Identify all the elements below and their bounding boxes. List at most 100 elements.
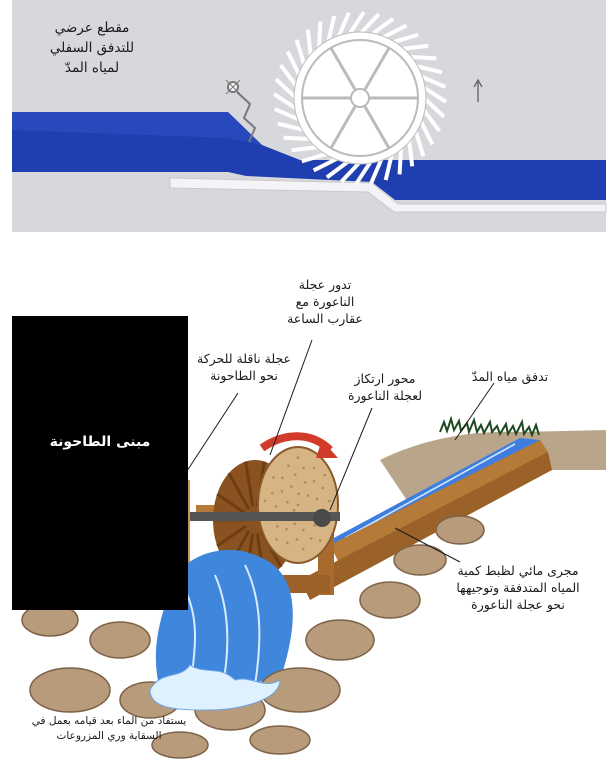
label-rotation: تدور عجلة الناعورة مع عقارب الساعة — [270, 276, 380, 327]
wheel-face-texture — [292, 509, 296, 512]
wheel-face-texture — [271, 491, 274, 495]
wheel-face-texture — [303, 481, 307, 484]
label-transmission-wheel: عجلة ناقلة للحركة نحو الطاحونة — [194, 350, 294, 384]
leader-lines — [167, 339, 495, 563]
wheel-face-texture — [302, 466, 305, 470]
cross-section-title: مقطع عرضي للتدفق السفلي لمياه المدّ — [32, 18, 152, 78]
wheel-face-texture — [302, 528, 305, 532]
label-rotation-line-2: الناعورة مع — [295, 294, 355, 309]
label-channel-line-3: نحو عجلة الناعورة — [471, 597, 565, 612]
label-axle-line-1: محور ارتكاز — [354, 371, 416, 386]
label-outflow-line-1: يستفاد من الماء بعد قيامه بعمل في — [31, 715, 187, 727]
label-transmission-line-2: نحو الطاحونة — [210, 368, 278, 383]
wheel-paddle — [421, 107, 441, 133]
wheel-paddle — [326, 15, 337, 44]
wheel-paddle — [274, 77, 298, 100]
mill-building-label: مبنى الطاحونة — [49, 434, 151, 450]
leader-rotation — [269, 339, 313, 456]
splash — [149, 664, 281, 711]
rocks — [21, 515, 485, 759]
wheel-face-texture — [286, 500, 289, 504]
wheel-face-texture — [285, 527, 288, 531]
wheel-paddle — [279, 63, 299, 89]
grass — [439, 415, 540, 438]
wheel-paddle — [397, 146, 404, 175]
label-axle-line-2: لعجلة الناعورة — [347, 388, 423, 403]
wheel-face-texture — [293, 473, 297, 476]
wheel-face-texture — [297, 492, 300, 496]
wheel-paddle — [369, 157, 384, 185]
wheel-paddle — [407, 138, 415, 167]
wheel-face-texture — [281, 476, 284, 480]
wheel-paddle — [291, 145, 320, 153]
wheel-paddle — [418, 118, 435, 146]
cross-section-water-highlight — [12, 112, 262, 145]
wheel-slat — [216, 524, 247, 548]
wheel-face-texture — [272, 476, 275, 479]
wheel-paddle — [312, 156, 340, 173]
wheel-face-texture — [275, 538, 278, 541]
wheel-paddle — [369, 17, 395, 37]
wheel-face-texture — [318, 539, 322, 542]
label-channel: مجرى مائي لظبط كمية المياه المتدفقة وتوج… — [448, 562, 588, 613]
axle-hub — [313, 509, 331, 527]
label-transmission-line-1: عجلة ناقلة للحركة — [197, 351, 291, 366]
wheel-face-texture — [313, 524, 316, 527]
wheel-paddle — [273, 107, 301, 122]
label-channel-line-1: مجرى مائي لظبط كمية — [457, 563, 579, 578]
wheel-slat — [244, 461, 255, 507]
cross-section-drawing — [12, 10, 607, 213]
wheel-paddle — [316, 21, 323, 50]
wheel-paddle — [347, 10, 366, 37]
wheel-paddle — [422, 96, 446, 119]
wheel-face-texture — [323, 473, 326, 477]
wheel-face-texture — [274, 505, 278, 508]
wheel-face-texture — [309, 537, 313, 540]
wheel-paddle — [294, 39, 307, 67]
wheel-paddle — [408, 54, 437, 61]
wheel-face-texture — [315, 497, 319, 501]
label-rotation-line-3: عقارب الساعة — [287, 311, 363, 326]
wheel-face-texture — [286, 541, 289, 545]
wheel-paddle — [301, 151, 329, 164]
label-tide-flow: تدفق مياه المدّ — [460, 368, 560, 385]
wheel-paddle — [305, 29, 313, 58]
wheel-paddle — [325, 159, 351, 179]
wheel-paddle — [339, 160, 362, 184]
label-axle: محور ارتكاز لعجلة الناعورة — [330, 370, 440, 404]
channel-side-lower — [300, 452, 552, 600]
wheel-face-texture — [306, 494, 310, 497]
wheel-face-texture — [263, 499, 267, 503]
cross-section-title-line-2: للتدفق السفلي — [49, 40, 135, 56]
wheel-paddle — [419, 74, 447, 89]
wheel-paddle — [285, 50, 302, 78]
wheel-paddle — [391, 32, 419, 45]
wheel-face-texture — [312, 479, 316, 483]
wheel-face-texture — [301, 547, 305, 551]
wheel-face-texture — [286, 464, 290, 467]
mill-building: مبنى الطاحونة — [12, 316, 188, 610]
wheel-paddle — [421, 85, 448, 104]
cross-section-wheel — [272, 10, 448, 186]
wheel-paddle — [277, 121, 306, 132]
wheel-face-texture — [327, 499, 331, 503]
cross-section-title-line-1: مقطع عرضي — [54, 20, 130, 36]
flow-up-arrow — [473, 78, 483, 102]
wheel-face-texture — [280, 490, 284, 493]
wheel-slat — [216, 492, 247, 516]
cross-section-channel-floor — [169, 177, 607, 213]
wheel-face-texture — [296, 503, 300, 507]
wheel-paddle — [400, 43, 429, 51]
wheel-face-texture — [290, 485, 293, 488]
wheel-face-texture — [276, 524, 279, 528]
leader-tide — [454, 382, 495, 441]
wheel-paddle — [413, 129, 426, 157]
wheel-slat — [227, 472, 251, 510]
wheel-face-texture — [293, 522, 296, 526]
label-channel-line-2: المياه المتدفقة وتوجيهها — [456, 580, 580, 595]
leader-channel — [394, 527, 461, 563]
wheel-face-texture — [296, 456, 300, 459]
wheel-paddle — [272, 92, 299, 111]
label-outflow: يستفاد من الماء بعد قيامه بعمل في السقاي… — [14, 714, 204, 744]
wheel-paddle — [414, 64, 443, 75]
